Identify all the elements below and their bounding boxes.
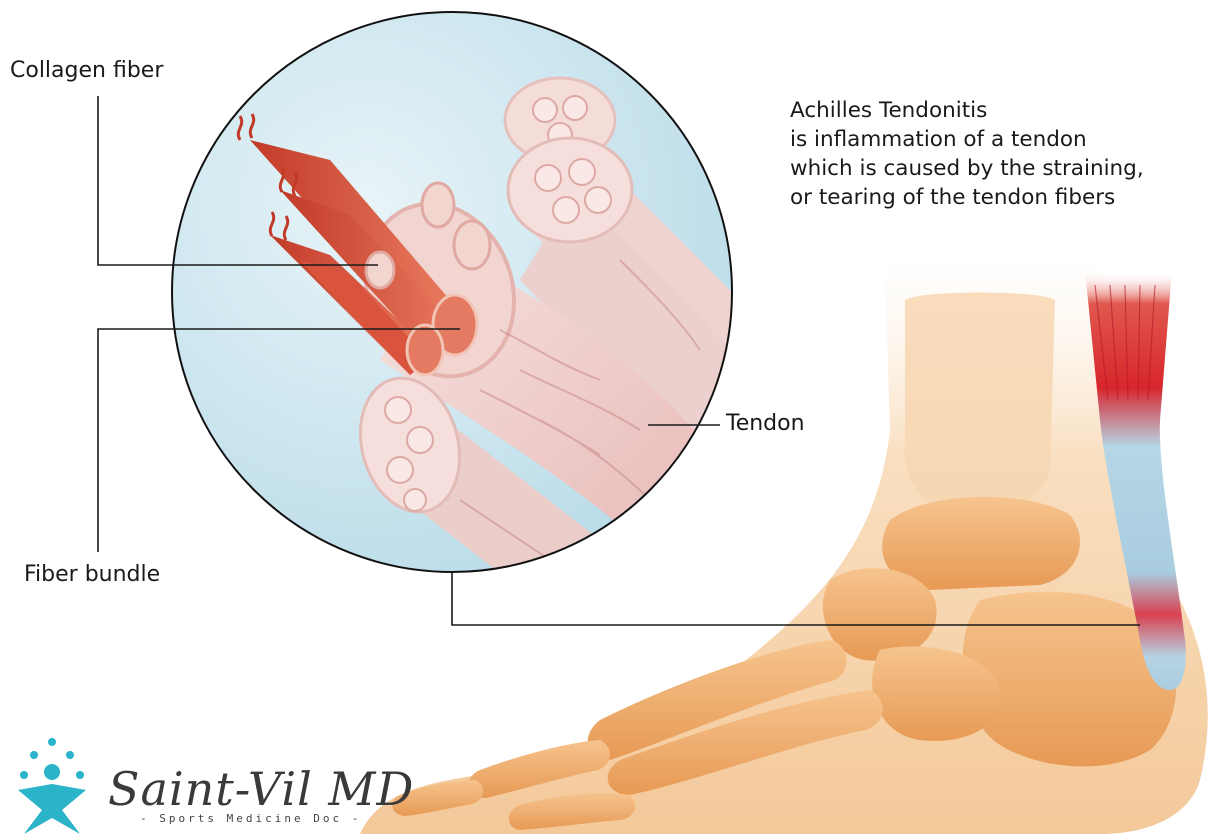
caption-line-3: which is caused by the straining, xyxy=(790,154,1144,183)
magnified-tendon-view xyxy=(172,12,760,620)
talus-bone xyxy=(882,497,1080,590)
logo-icon xyxy=(18,738,86,834)
tibia-bone xyxy=(904,293,1055,516)
collagen-fiber-label: Collagen fiber xyxy=(10,58,163,83)
caption-title: Achilles Tendonitis xyxy=(790,96,1144,125)
logo-tagline: - Sports Medicine Doc - xyxy=(140,812,361,825)
logo-wordmark: Saint-Vil MD xyxy=(108,762,414,816)
caption-line-4: or tearing of the tendon fibers xyxy=(790,183,1144,212)
caption-line-2: is inflammation of a tendon xyxy=(790,125,1144,154)
diagram-caption: Achilles Tendonitis is inflammation of a… xyxy=(790,96,1144,212)
fiber-bundle-label: Fiber bundle xyxy=(24,562,160,587)
tendon-label: Tendon xyxy=(726,411,805,436)
